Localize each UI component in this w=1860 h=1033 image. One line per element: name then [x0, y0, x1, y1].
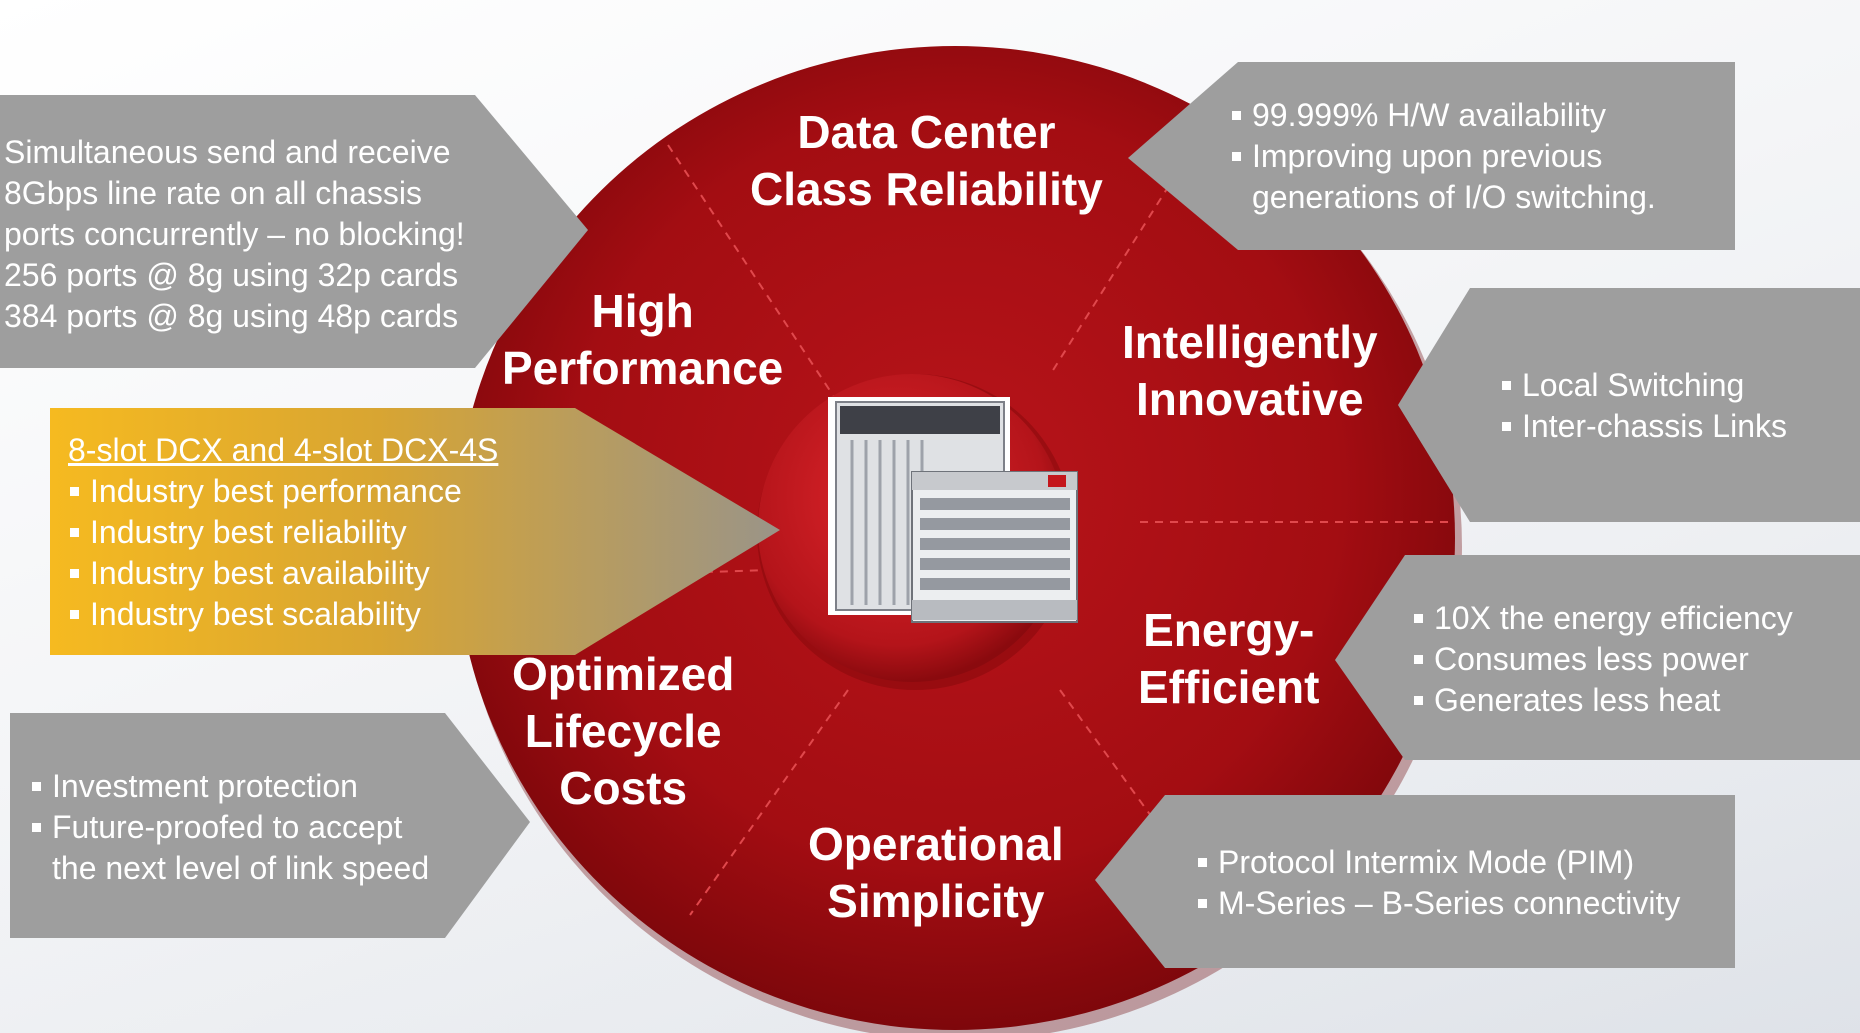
segment-innovative-title: Intelligently Innovative: [1122, 316, 1378, 425]
segment-simplicity-title: Operational Simplicity: [808, 818, 1064, 927]
dcx-title: 8-slot DCX and 4-slot DCX-4S: [68, 432, 499, 468]
list-item: Investment protection: [28, 766, 429, 807]
lifecycle-callout-text: Investment protection Future-proofed to …: [28, 766, 429, 889]
dcx-callout-text: 8-slot DCX and 4-slot DCX-4S Industry be…: [68, 430, 498, 635]
list-item: M-Series – B-Series connectivity: [1194, 883, 1680, 924]
innovative-callout-text: Local Switching Inter-chassis Links: [1498, 365, 1787, 447]
dcx-chassis-image: [828, 397, 1078, 623]
simplicity-callout-text: Protocol Intermix Mode (PIM) M-Series – …: [1194, 842, 1680, 924]
energy-callout: [1335, 555, 1860, 760]
list-item: Consumes less power: [1410, 639, 1793, 680]
reliability-callout: [1128, 62, 1735, 250]
segment-performance-title: High Performance: [502, 285, 784, 394]
segment-reliability-title: Data Center Class Reliability: [750, 106, 1103, 215]
dcx-callout: [50, 408, 780, 655]
segment-lifecycle-title: Optimized Lifecycle Costs: [512, 648, 735, 814]
callout-shapes: [0, 62, 1860, 968]
list-item: Future-proofed to accept: [28, 807, 429, 848]
list-item: the next level of link speed: [52, 850, 430, 886]
list-item: generations of I/O switching.: [1252, 179, 1656, 215]
dcx-bullets: Industry best performance Industry best …: [66, 471, 498, 635]
list-item: Industry best scalability: [66, 594, 498, 635]
performance-callout: [0, 95, 588, 368]
list-item: Local Switching: [1498, 365, 1787, 406]
list-item: Inter-chassis Links: [1498, 406, 1787, 447]
list-item: Industry best performance: [66, 471, 498, 512]
innovative-callout: [1398, 288, 1860, 522]
list-item: Generates less heat: [1410, 680, 1793, 721]
list-item: Industry best availability: [66, 553, 498, 594]
list-item: Industry best reliability: [66, 512, 498, 553]
performance-callout-text: Simultaneous send and receive 8Gbps line…: [4, 134, 465, 334]
lifecycle-callout: [10, 713, 530, 938]
energy-callout-text: 10X the energy efficiency Consumes less …: [1410, 598, 1793, 721]
segment-energy-title: Energy- Efficient: [1138, 604, 1320, 713]
list-item: 99.999% H/W availability: [1228, 95, 1656, 136]
list-item: 10X the energy efficiency: [1410, 598, 1793, 639]
reliability-callout-text: 99.999% H/W availability Improving upon …: [1228, 95, 1656, 218]
list-item: Protocol Intermix Mode (PIM): [1194, 842, 1680, 883]
list-item: Improving upon previous: [1228, 136, 1656, 177]
simplicity-callout: [1095, 795, 1735, 968]
